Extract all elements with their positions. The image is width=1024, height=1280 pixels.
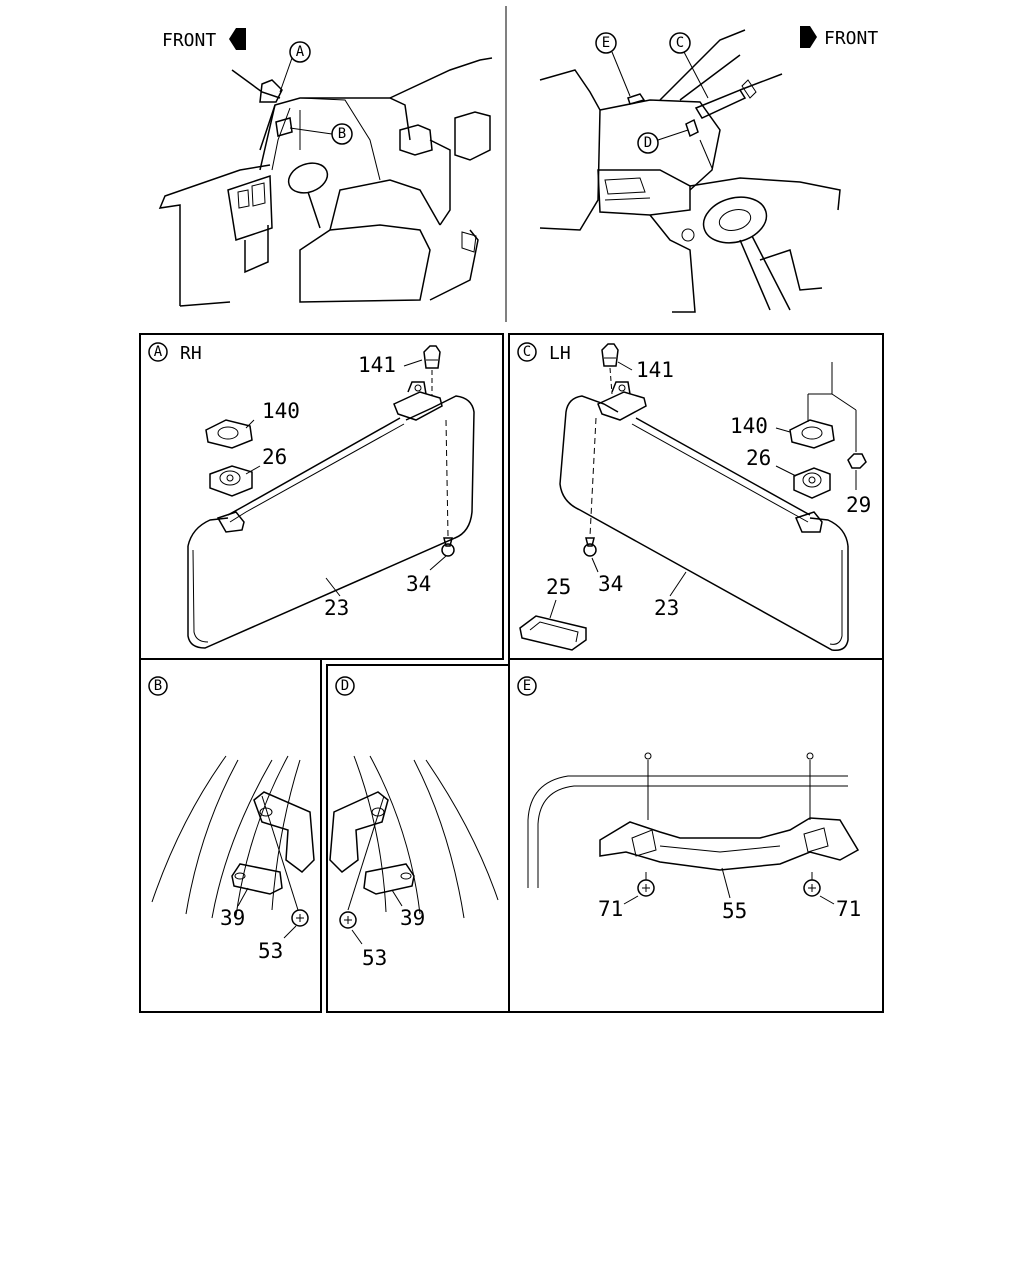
detail-b-letter: B — [154, 678, 162, 694]
part-53-screw-b — [291, 909, 309, 927]
overview-left: FRONT A B — [158, 28, 493, 307]
callout-c-marker — [669, 32, 691, 54]
detail-d-letter: D — [341, 678, 349, 694]
grab-handle-bracket-b — [253, 791, 315, 873]
part-140-cover-lh — [789, 419, 835, 449]
label-34-rh: 34 — [406, 572, 431, 596]
detail-c: C LH — [517, 342, 871, 652]
callout-a-marker — [289, 41, 311, 63]
callout-b-letter: B — [338, 126, 346, 142]
callout-e-marker — [595, 32, 617, 54]
callout-e-letter: E — [602, 35, 610, 51]
detail-a-frame — [139, 333, 504, 660]
part-26-holder-lh — [793, 467, 831, 499]
label-25-lh: 25 — [546, 575, 571, 599]
callout-b-marker — [331, 123, 353, 145]
label-141-lh: 141 — [636, 358, 674, 382]
part-34-screw-lh — [583, 543, 597, 557]
detail-c-side-label: LH — [549, 343, 571, 364]
part-53-screw-d — [339, 911, 357, 929]
label-53-b: 53 — [258, 939, 283, 963]
detail-b-frame — [139, 658, 322, 1013]
detail-d-marker — [335, 676, 355, 696]
sun-visor-lh — [559, 395, 849, 652]
label-71-left: 71 — [598, 897, 623, 921]
detail-ce-frame — [508, 333, 884, 1013]
front-arrow-right-icon — [800, 26, 817, 48]
part-55-assist-grip — [599, 817, 860, 871]
front-label-left: FRONT — [162, 30, 216, 51]
detail-e-marker — [517, 676, 537, 696]
label-140-lh: 140 — [730, 414, 768, 438]
detail-c-letter: C — [523, 344, 531, 360]
label-34-lh: 34 — [598, 572, 623, 596]
label-141-rh: 141 — [358, 353, 396, 377]
label-23-rh: 23 — [324, 596, 349, 620]
detail-a-side-label: RH — [180, 343, 202, 364]
detail-e: E 71 55 71 — [517, 676, 861, 923]
part-141-clip-lh — [601, 343, 619, 367]
visor-mount-bracket-lh — [597, 391, 647, 421]
visor-mount-bracket-rh — [393, 391, 443, 421]
callout-c-letter: C — [676, 35, 684, 51]
part-39-cover-b — [231, 863, 283, 895]
overview-right: FRONT E C D — [539, 26, 878, 313]
label-26-lh: 26 — [746, 446, 771, 470]
detail-a-marker — [148, 342, 168, 362]
part-29-nut-lh — [847, 453, 867, 469]
label-29-lh: 29 — [846, 493, 871, 517]
part-25-cap — [519, 615, 587, 651]
label-39-b: 39 — [220, 906, 245, 930]
callout-d-marker — [637, 132, 659, 154]
part-39-cover-d — [363, 863, 415, 895]
front-arrow-left-icon — [229, 28, 246, 50]
detail-c-marker — [517, 342, 537, 362]
label-39-d: 39 — [400, 906, 425, 930]
detail-e-letter: E — [523, 678, 531, 694]
label-55: 55 — [722, 899, 747, 923]
grab-handle-bracket-d — [329, 791, 389, 873]
label-71-right: 71 — [836, 897, 861, 921]
part-34-screw-rh — [441, 543, 455, 557]
callout-a-letter: A — [296, 44, 305, 60]
detail-d: D 39 53 — [329, 676, 499, 970]
label-26-rh: 26 — [262, 445, 287, 469]
label-23-lh: 23 — [654, 596, 679, 620]
part-141-clip-rh — [423, 345, 441, 369]
detail-b: B 39 53 — [148, 676, 315, 963]
front-label-right: FRONT — [824, 28, 878, 49]
sun-visor-rh — [187, 395, 475, 649]
callout-d-letter: D — [644, 135, 652, 151]
part-26-holder-rh — [209, 465, 253, 497]
detail-b-marker — [148, 676, 168, 696]
detail-a-letter: A — [154, 344, 163, 360]
detail-a: A RH 141 140 26 34 — [148, 342, 475, 649]
detail-d-frame — [326, 664, 510, 1013]
part-140-cover-rh — [205, 419, 253, 449]
label-140-rh: 140 — [262, 399, 300, 423]
label-53-d: 53 — [362, 946, 387, 970]
